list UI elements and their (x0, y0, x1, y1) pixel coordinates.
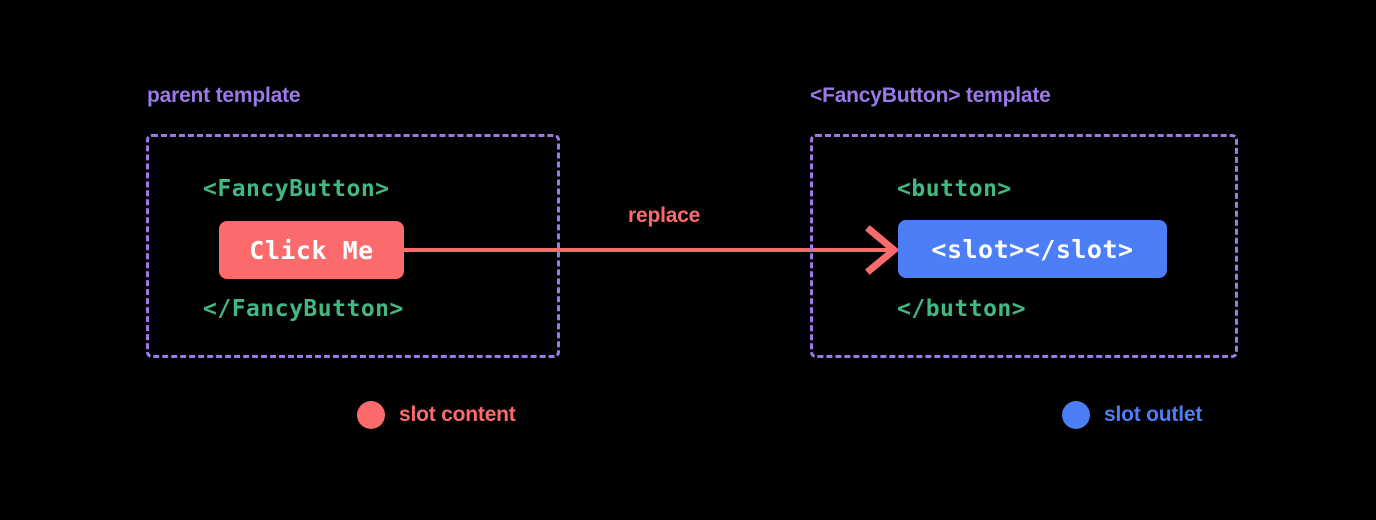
slot-outlet-chip[interactable]: <slot></slot> (898, 220, 1167, 278)
button-open-tag: <button> (897, 176, 1012, 202)
parent-close-tag: </FancyButton> (203, 296, 404, 322)
legend-item-slot-outlet: slot outlet (1062, 401, 1202, 429)
parent-template-box (146, 134, 560, 358)
replace-label: replace (628, 204, 701, 227)
legend-item-slot-content: slot content (357, 401, 516, 429)
legend-label-slot-content: slot content (399, 403, 516, 426)
legend-label-slot-outlet: slot outlet (1104, 403, 1203, 426)
fancybutton-template-title: <FancyButton> template (810, 84, 1051, 107)
slot-content-chip[interactable]: Click Me (219, 221, 404, 279)
button-close-tag: </button> (897, 296, 1027, 322)
parent-open-tag: <FancyButton> (203, 176, 390, 202)
legend-dot-icon-blue (1062, 401, 1090, 429)
replace-arrow-icon (404, 225, 900, 275)
parent-template-title: parent template (147, 84, 301, 107)
fancybutton-template-box (810, 134, 1238, 358)
legend-dot-icon-red (357, 401, 385, 429)
